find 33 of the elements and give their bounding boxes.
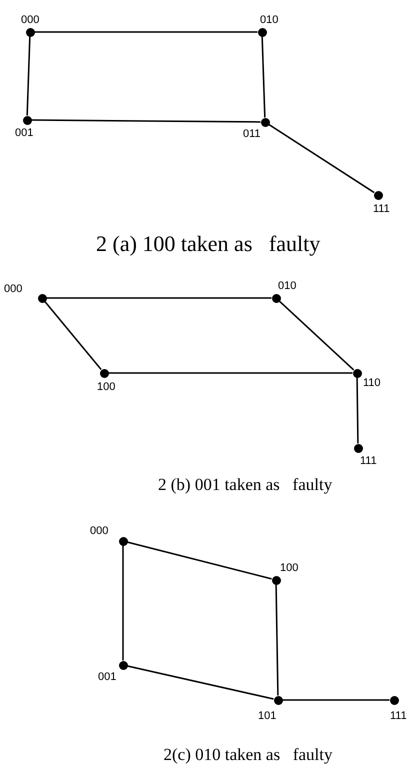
vertex-label: 000 — [90, 525, 108, 537]
edge-line — [32, 119, 260, 123]
edge-line — [46, 297, 272, 299]
edge-line — [268, 124, 375, 194]
edge-line — [108, 372, 352, 374]
vertex-label: 111 — [360, 455, 377, 467]
edge-line — [261, 36, 266, 118]
edge-line — [278, 300, 354, 370]
vertex-label: 001 — [15, 127, 34, 139]
vertex-label: 101 — [258, 710, 276, 722]
edge-line — [44, 301, 102, 370]
edge-line — [34, 31, 258, 33]
figure-caption: 2(c) 010 taken as faulty — [164, 746, 332, 765]
vertex-label: 011 — [243, 128, 261, 140]
vertex-label: 110 — [363, 377, 381, 389]
edge-line — [282, 699, 390, 701]
vertex-label: 000 — [21, 14, 40, 26]
vertex-label: 111 — [390, 710, 407, 722]
vertex-label: 111 — [373, 203, 390, 215]
edge-line — [356, 377, 359, 444]
figure-caption: 2 (b) 001 taken as faulty — [158, 476, 332, 495]
figure-caption: 2 (a) 100 taken as faulty — [96, 232, 320, 256]
edge-line — [127, 665, 274, 700]
edge-line — [275, 584, 279, 696]
vertex-label: 010 — [260, 14, 278, 26]
edge-line — [122, 546, 124, 660]
vertex-label: 000 — [4, 283, 22, 295]
vertex-label: 010 — [278, 280, 296, 292]
vertex-label: 100 — [97, 381, 116, 393]
edge-line — [127, 541, 272, 580]
vertex-label: 001 — [98, 671, 116, 683]
edge-line — [26, 36, 31, 116]
vertex-label: 100 — [280, 562, 298, 574]
